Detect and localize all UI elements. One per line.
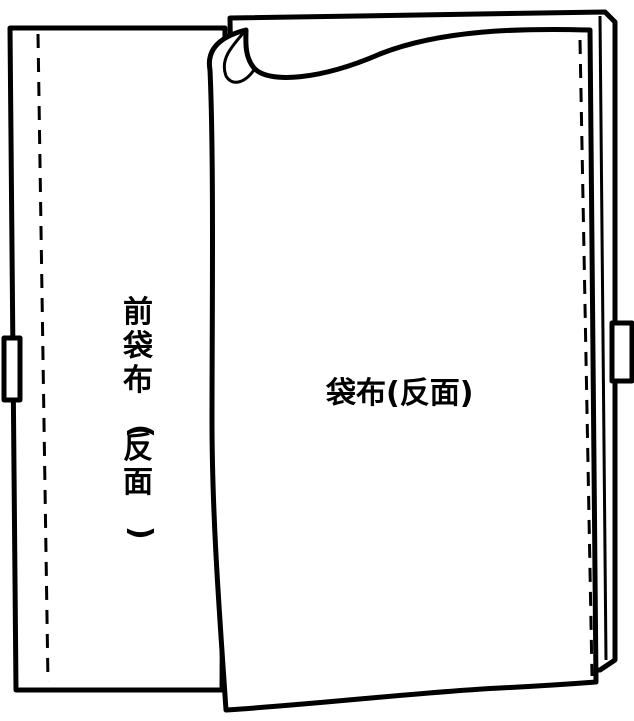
- pocket-label: 袋布(反面): [325, 376, 473, 411]
- front-pocket-label: 前袋布 (反面): [122, 295, 158, 540]
- left-tab: [1, 335, 23, 403]
- front-pocket-panel: [7, 25, 228, 693]
- front-pocket-label-char: 袋: [122, 329, 153, 364]
- front-pocket-label-char: ): [123, 526, 158, 540]
- front-pocket-label-char: 面: [123, 465, 153, 500]
- right-tab: [609, 320, 634, 384]
- right-panel-stitch-line: [578, 39, 594, 677]
- fold-curl: [222, 29, 256, 84]
- folded-pocket-cloth: [206, 26, 599, 713]
- front-pocket-label-char: 反: [123, 431, 153, 466]
- left-panel-stitch-line: [36, 33, 50, 683]
- front-pocket-label-char: (: [123, 424, 158, 438]
- front-pocket-label-char: 前: [123, 295, 153, 330]
- front-pocket-label-char: 布: [123, 363, 153, 398]
